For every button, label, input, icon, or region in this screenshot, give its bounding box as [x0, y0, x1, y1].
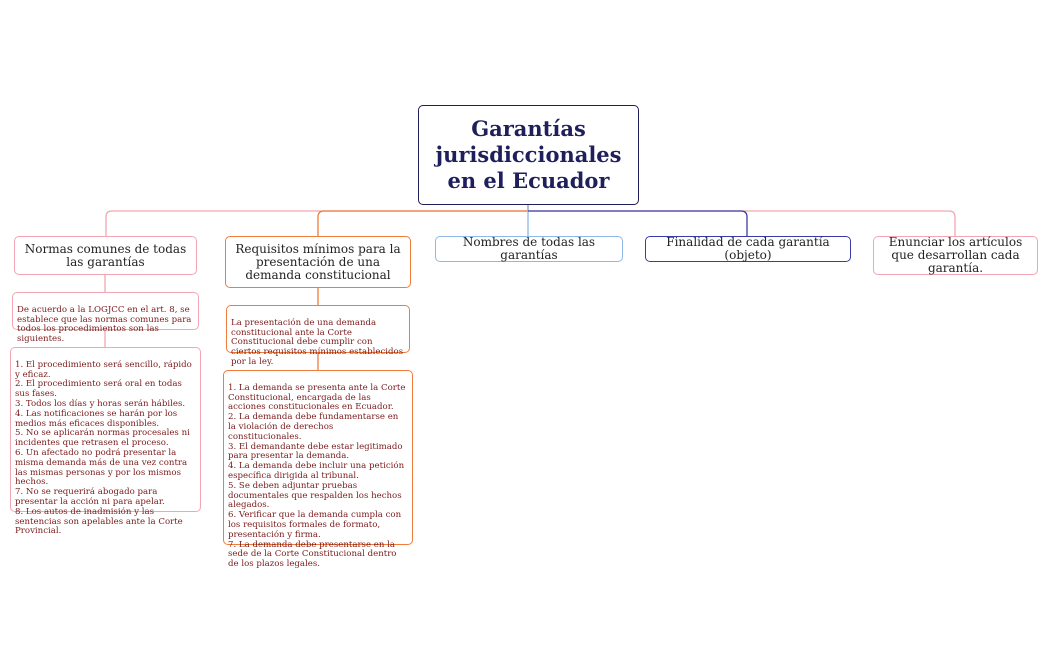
branch-finalidad[interactable]: Finalidad de cada garantía (objeto)	[645, 236, 851, 262]
branch-nombres-garantias[interactable]: Nombres de todas las garantías	[435, 236, 623, 262]
root-topic[interactable]: Garantías jurisdiccionales en el Ecuador	[418, 105, 639, 205]
branch-label: Requisitos mínimos para la presentación …	[235, 241, 401, 282]
requisitos-list[interactable]: 1. La demanda se presenta ante la Corte …	[223, 370, 413, 569]
branch-label: Normas comunes de todas las garantías	[24, 241, 187, 269]
requisitos-intro[interactable]: La presentación de una demanda constituc…	[226, 305, 410, 367]
branch-requisitos-minimos[interactable]: Requisitos mínimos para la presentación …	[225, 236, 411, 288]
requisitos-intro-text: La presentación de una demanda constituc…	[231, 317, 404, 367]
root-title: Garantías jurisdiccionales en el Ecuador	[435, 116, 622, 193]
normas-list[interactable]: 1. El procedimiento será sencillo, rápid…	[10, 347, 201, 536]
branch-label: Nombres de todas las garantías	[462, 235, 596, 262]
branch-label: Enunciar los artículos que desarrollan c…	[888, 235, 1023, 275]
branch-enunciar-articulos[interactable]: Enunciar los artículos que desarrollan c…	[873, 236, 1038, 275]
normas-intro-text: De acuerdo a la LOGJCC en el art. 8, se …	[17, 304, 192, 345]
normas-list-text: 1. El procedimiento será sencillo, rápid…	[15, 359, 192, 537]
requisitos-list-text: 1. La demanda se presenta ante la Corte …	[228, 382, 406, 570]
branch-label: Finalidad de cada garantía (objeto)	[666, 235, 830, 262]
normas-intro[interactable]: De acuerdo a la LOGJCC en el art. 8, se …	[12, 292, 199, 344]
branch-normas-comunes[interactable]: Normas comunes de todas las garantías	[14, 236, 197, 275]
